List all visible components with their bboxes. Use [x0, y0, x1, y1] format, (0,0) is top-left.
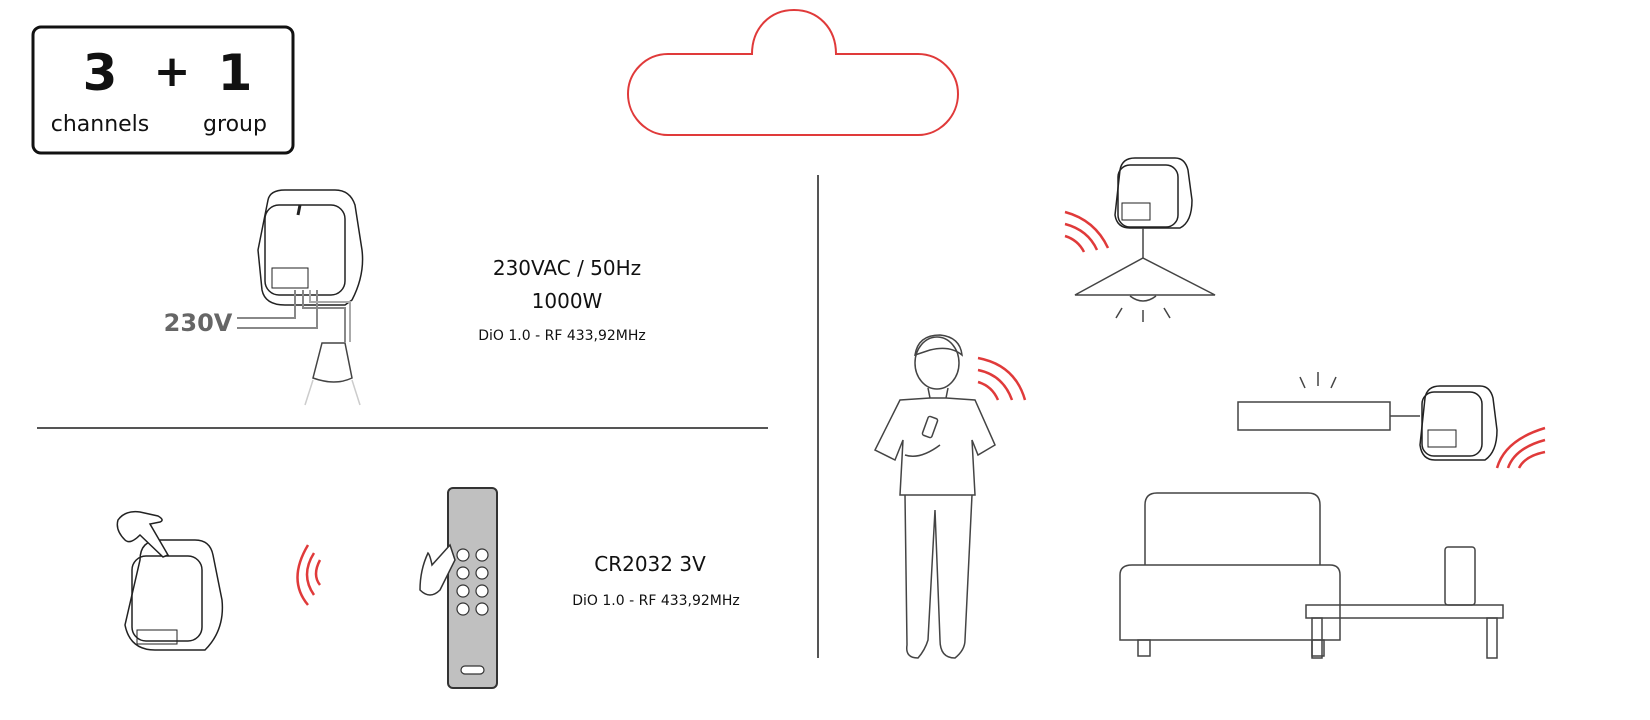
group-label: group [203, 112, 267, 137]
pendant-lamp-icon [304, 342, 361, 406]
table-icon [1305, 604, 1504, 659]
ceiling-lamp-icon [1074, 228, 1216, 322]
ceiling-module-icon [1114, 157, 1193, 229]
cloud-shape [626, 8, 960, 136]
badge-box [31, 25, 295, 155]
group-count: 1 [217, 44, 253, 102]
light-bar-icon [1237, 372, 1420, 431]
channels-label: channels [50, 112, 150, 137]
remote-protocol-spec: DiO 1.0 - RF 433,92MHz [572, 593, 740, 609]
wiring-icon [237, 290, 351, 342]
hand-icon [419, 543, 456, 596]
signal-waves-icon [296, 544, 322, 606]
channels-count: 3 [82, 44, 118, 102]
power-spec: 1000W [531, 289, 603, 313]
module-protocol-spec: DiO 1.0 - RF 433,92MHz [478, 328, 646, 344]
battery-spec: CR2032 3V [594, 552, 706, 576]
input-voltage-label: 230V [163, 309, 233, 337]
module-pairing-icon [116, 510, 224, 651]
person-with-phone-icon [873, 334, 996, 659]
hand-icon [116, 510, 170, 558]
receiver-module-icon [257, 189, 364, 306]
signal-waves-icon [977, 356, 1027, 401]
smart-speaker-icon [1444, 546, 1476, 606]
sofa-icon [1119, 492, 1341, 657]
voltage-spec: 230VAC / 50Hz [492, 256, 642, 280]
wall-module-icon [1419, 385, 1498, 461]
remote-control-icon [419, 487, 498, 689]
signal-waves-icon [1064, 210, 1110, 253]
signal-waves-icon [1495, 426, 1546, 469]
plus-sign: + [153, 46, 191, 97]
